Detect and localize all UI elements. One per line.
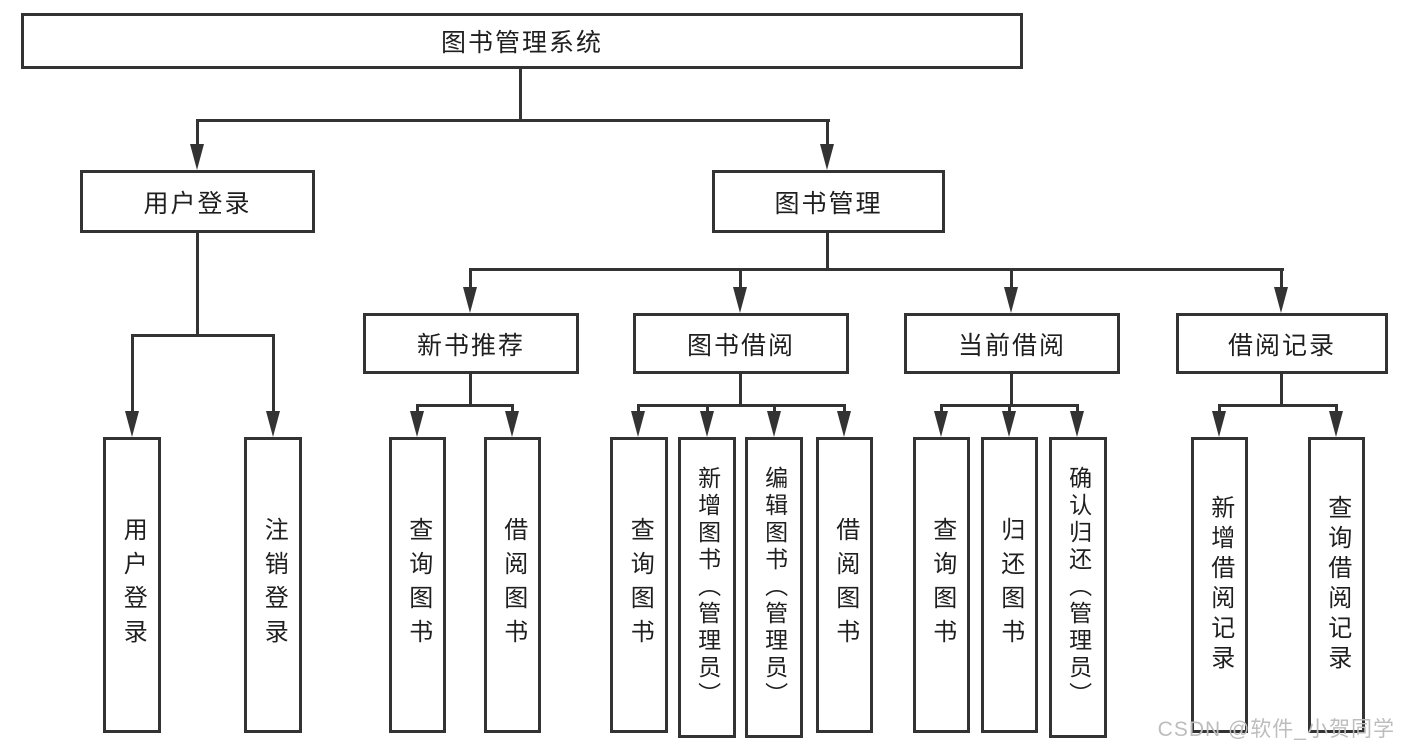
connector-book-borrowing-stem <box>739 373 742 407</box>
arrow-down-icon <box>837 411 851 437</box>
arrow-down-icon <box>733 287 747 313</box>
connector-drop <box>1076 404 1079 414</box>
leaf-bb-edit-books-admin-label: 编辑图书（管理员） <box>761 466 788 709</box>
arrow-down-icon <box>410 411 424 437</box>
leaf-nb-query-books-label: 查询图书 <box>404 517 432 653</box>
connector-drop <box>1218 404 1221 414</box>
leaf-cb-confirm-return-admin: 确认归还（管理员） <box>1049 437 1107 738</box>
leaf-br-add-record-label: 新增借阅记录 <box>1206 495 1234 675</box>
arrow-down-icon <box>700 411 714 437</box>
arrow-down-icon <box>1212 411 1226 437</box>
arrow-down-icon <box>1070 411 1084 437</box>
node-book-management: 图书管理 <box>712 170 945 233</box>
arrow-down-icon <box>1274 287 1288 313</box>
node-book-borrowing-label: 图书借阅 <box>686 331 795 360</box>
connector-book-management-stem <box>826 232 829 271</box>
leaf-logout-label: 注销登录 <box>260 517 288 653</box>
arrow-down-icon <box>1004 287 1018 313</box>
leaf-cb-confirm-return-admin-label: 确认归还（管理员） <box>1065 466 1092 709</box>
connector-drop <box>511 404 514 414</box>
connector-drop <box>706 404 709 414</box>
arrow-down-icon <box>190 144 204 170</box>
connector-new-books-bar <box>416 404 514 407</box>
connector-root-stem <box>519 69 522 122</box>
leaf-cb-return-books: 归还图书 <box>981 437 1038 733</box>
connector-drop <box>416 404 419 414</box>
leaf-bb-query-books-label: 查询图书 <box>626 517 654 653</box>
node-new-book-recommendation-label: 新书推荐 <box>416 331 525 360</box>
leaf-bb-borrow-books: 借阅图书 <box>816 437 873 733</box>
arrow-down-icon <box>1329 411 1343 437</box>
leaf-br-query-record-label: 查询借阅记录 <box>1323 495 1351 675</box>
arrow-down-icon <box>631 411 645 437</box>
leaf-cb-query-books-label: 查询图书 <box>928 517 956 653</box>
leaf-logout: 注销登录 <box>244 437 302 733</box>
connector-drop <box>1335 404 1338 414</box>
leaf-nb-borrow-books-label: 借阅图书 <box>499 517 527 653</box>
connector-drop <box>843 404 846 414</box>
connector-drop-leaf-user-login <box>131 334 134 413</box>
leaf-cb-query-books: 查询图书 <box>913 437 970 733</box>
connector-drop-leaf-logout <box>272 334 275 413</box>
csdn-watermark: CSDN @软件_小贺同学 <box>1157 718 1395 741</box>
node-borrowing-records-label: 借阅记录 <box>1227 331 1336 360</box>
leaf-br-add-record: 新增借阅记录 <box>1191 437 1248 733</box>
leaf-bb-borrow-books-label: 借阅图书 <box>831 517 859 653</box>
leaf-bb-query-books: 查询图书 <box>610 437 668 733</box>
leaf-bb-edit-books-admin: 编辑图书（管理员） <box>745 437 803 738</box>
leaf-nb-query-books: 查询图书 <box>389 437 446 733</box>
node-user-login: 用户登录 <box>80 170 315 233</box>
node-borrowing-records: 借阅记录 <box>1176 313 1388 374</box>
arrow-down-icon <box>767 411 781 437</box>
arrow-down-icon <box>820 144 834 170</box>
node-current-borrowing: 当前借阅 <box>904 313 1120 374</box>
arrow-down-icon <box>505 411 519 437</box>
connector-current-borrowing-stem <box>1010 373 1013 407</box>
connector-drop <box>773 404 776 414</box>
node-book-management-label: 图书管理 <box>774 189 883 218</box>
arrow-down-icon <box>266 411 280 437</box>
node-user-login-label: 用户登录 <box>143 189 252 218</box>
connector-borrowing-records-bar <box>1218 404 1338 407</box>
connector-drop-current-borrowing <box>1010 268 1013 290</box>
connector-drop-book-management <box>826 119 829 146</box>
connector-book-borrowing-bar <box>637 404 845 407</box>
node-current-borrowing-label: 当前借阅 <box>957 331 1066 360</box>
root-node-label: 图书管理系统 <box>440 29 603 57</box>
leaf-bb-add-books-admin-label: 新增图书（管理员） <box>694 466 721 709</box>
connector-level3-bar <box>469 268 1284 271</box>
connector-drop <box>1008 404 1011 414</box>
connector-level2-bar <box>196 119 830 122</box>
connector-drop-user-login <box>196 119 199 146</box>
connector-new-books-stem <box>469 373 472 407</box>
connector-drop <box>940 404 943 414</box>
leaf-bb-add-books-admin: 新增图书（管理员） <box>678 437 736 738</box>
node-book-borrowing: 图书借阅 <box>633 313 849 374</box>
connector-drop-new-books <box>469 268 472 290</box>
connector-drop-book-borrowing <box>739 268 742 290</box>
connector-drop-borrowing-records <box>1280 268 1283 290</box>
leaf-user-login-label: 用户登录 <box>119 517 147 653</box>
leaf-cb-return-books-label: 归还图书 <box>996 517 1024 653</box>
root-node-library-management-system: 图书管理系统 <box>21 13 1023 69</box>
connector-borrowing-records-stem <box>1280 373 1283 407</box>
arrow-down-icon <box>1002 411 1016 437</box>
node-new-book-recommendation: 新书推荐 <box>363 313 579 374</box>
connector-user-login-stem <box>196 232 199 336</box>
arrow-down-icon <box>463 287 477 313</box>
connector-user-login-bar <box>131 334 275 337</box>
connector-drop <box>637 404 640 414</box>
arrow-down-icon <box>125 411 139 437</box>
leaf-user-login: 用户登录 <box>103 437 161 733</box>
leaf-nb-borrow-books: 借阅图书 <box>484 437 541 733</box>
leaf-br-query-record: 查询借阅记录 <box>1308 437 1365 733</box>
arrow-down-icon <box>934 411 948 437</box>
